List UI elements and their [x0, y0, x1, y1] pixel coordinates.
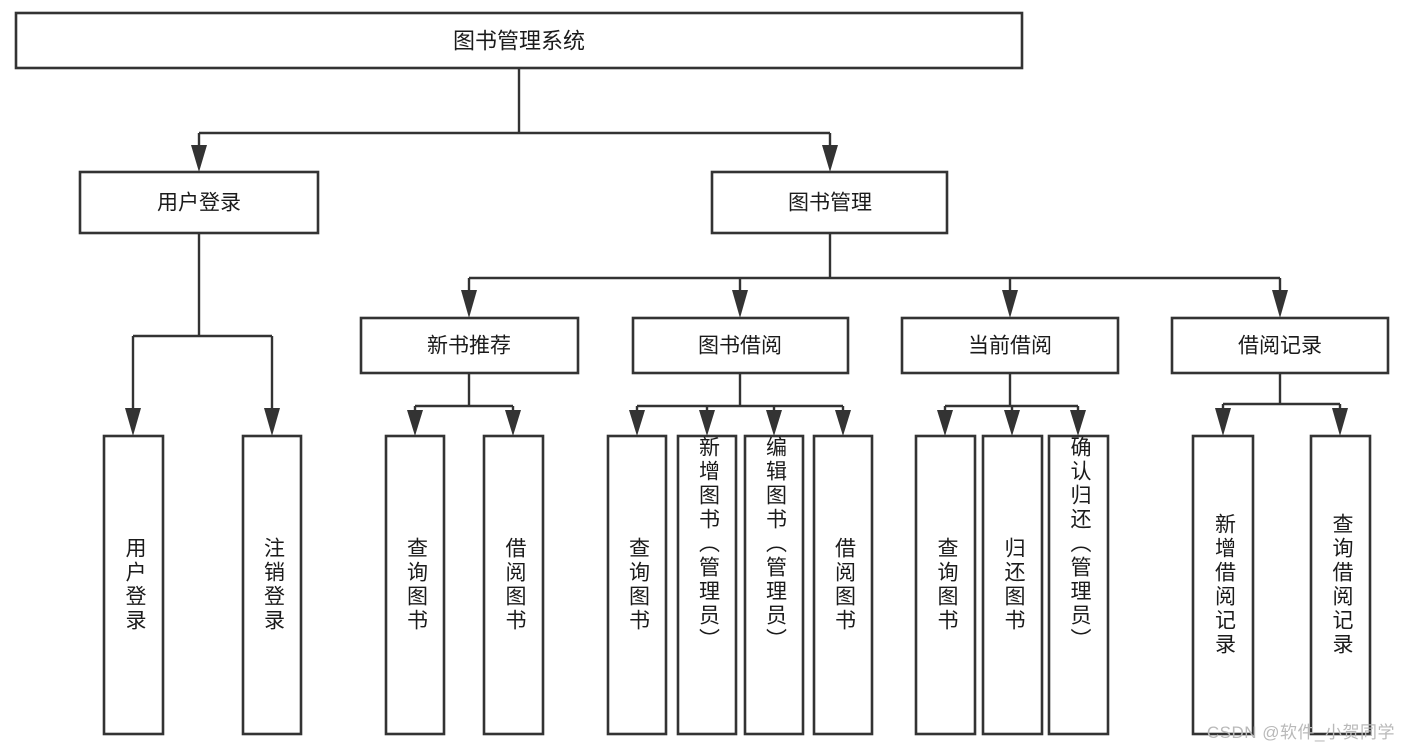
node-box-leaf-add-book-admin[interactable] [676, 434, 738, 736]
node-box-leaf-query-borrow-record[interactable] [1309, 434, 1372, 736]
node-box-leaf-query-book-current[interactable] [914, 434, 977, 736]
arrow-head-cb-1 [937, 410, 953, 436]
arrow-head-bb-1 [629, 410, 645, 436]
node-new-book-recommend[interactable]: 新书推荐 [359, 316, 580, 375]
arrow-head-nbr-2 [505, 410, 521, 436]
node-label-book-management: 图书管理 [788, 192, 872, 215]
node-box-leaf-logout-login[interactable] [241, 434, 303, 736]
arrow-head-bm-1 [461, 290, 477, 318]
node-box-leaf-query-book-recommend[interactable] [384, 434, 446, 736]
node-box-book-borrow[interactable] [631, 316, 850, 375]
connector-group-book-management [461, 233, 1288, 318]
arrow-head-bm-3 [1002, 290, 1018, 318]
arrow-head-bm-2 [732, 290, 748, 318]
arrow-head-bm-4 [1272, 290, 1288, 318]
connector-group-book-borrow [629, 373, 851, 436]
node-box-user-login[interactable] [78, 170, 320, 235]
connector-group-current-borrow [937, 373, 1086, 436]
connector-group-borrow-record [1215, 373, 1348, 436]
arrow-head-bb-3 [766, 410, 782, 436]
node-box-leaf-confirm-return-admin[interactable] [1047, 434, 1110, 736]
node-box-leaf-query-book-borrow[interactable] [606, 434, 668, 736]
node-box-leaf-borrow-book[interactable] [812, 434, 874, 736]
node-label-new-book-recommend: 新书推荐 [427, 335, 511, 358]
watermark-text: CSDN @软件_小贺同学 [1206, 723, 1395, 742]
connector-group-root [191, 68, 838, 172]
connector-group-user-login [125, 233, 280, 436]
arrow-head-ul-1 [125, 408, 141, 436]
node-box-leaf-edit-book-admin[interactable] [743, 434, 805, 736]
node-box-new-book-recommend[interactable] [359, 316, 580, 375]
node-box-leaf-add-borrow-record[interactable] [1191, 434, 1255, 736]
arrow-head-br-2 [1332, 408, 1348, 436]
node-borrow-record[interactable]: 借阅记录 [1170, 316, 1390, 375]
node-box-leaf-borrow-book-recommend[interactable] [482, 434, 545, 736]
node-label-book-borrow: 图书借阅 [698, 335, 782, 358]
node-book-management[interactable]: 图书管理 [710, 170, 949, 235]
node-label-borrow-record: 借阅记录 [1238, 335, 1322, 358]
arrow-head-ul-2 [264, 408, 280, 436]
node-box-current-borrow[interactable] [900, 316, 1120, 375]
node-user-login[interactable]: 用户登录 [78, 170, 320, 235]
node-title-system[interactable]: 图书管理系统 [14, 11, 1024, 70]
node-box-title-system[interactable] [14, 11, 1024, 70]
node-label-title-system: 图书管理系统 [453, 29, 585, 54]
arrow-head-root-2 [822, 145, 838, 172]
node-label-user-login: 用户登录 [157, 192, 241, 215]
arrow-head-nbr-1 [407, 410, 423, 436]
node-box-borrow-record[interactable] [1170, 316, 1390, 375]
connector-group-new-book-recommend [407, 373, 521, 436]
arrow-head-bb-2 [699, 410, 715, 436]
arrow-head-cb-2 [1004, 410, 1020, 436]
node-current-borrow[interactable]: 当前借阅 [900, 316, 1120, 375]
node-box-book-management[interactable] [710, 170, 949, 235]
node-box-leaf-user-login[interactable] [102, 434, 165, 736]
arrow-head-cb-3 [1070, 410, 1086, 436]
arrow-head-bb-4 [835, 410, 851, 436]
arrow-head-root-1 [191, 145, 207, 172]
node-box-leaf-return-book[interactable] [981, 434, 1044, 736]
arrow-head-br-1 [1215, 408, 1231, 436]
node-label-current-borrow: 当前借阅 [968, 335, 1052, 358]
node-book-borrow[interactable]: 图书借阅 [631, 316, 850, 375]
